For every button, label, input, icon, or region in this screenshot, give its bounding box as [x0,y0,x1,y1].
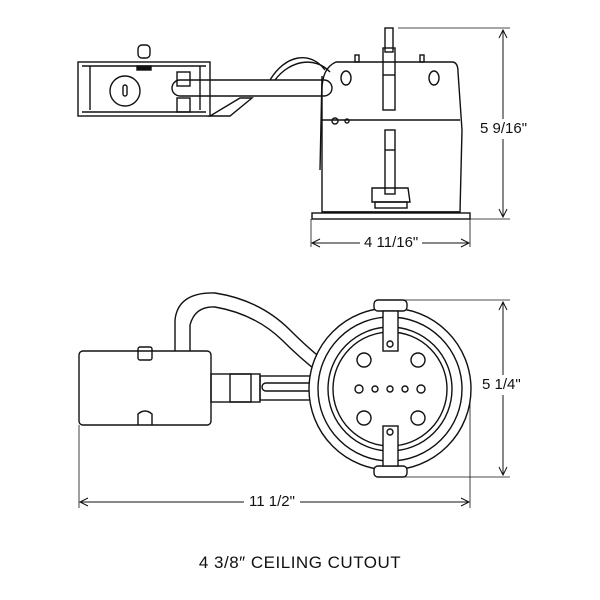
side-height-label: 5 9/16" [480,119,528,139]
knockout-icon [109,75,141,107]
side-view [77,27,510,248]
ceiling-cutout-caption: 4 3/8″ CEILING CUTOUT [198,553,402,572]
bracket [207,97,254,117]
junction-box [77,44,211,117]
flex-conduit [174,292,336,377]
top-height-label: 5 1/4" [482,375,521,395]
side-width-label: 4 11/16" [360,235,423,251]
top-width-label: 11 1/2" [244,494,300,510]
junction-box-top [78,346,261,426]
conduit-arm [171,57,333,171]
trim-ring [308,299,472,478]
top-view [78,292,510,508]
housing [311,27,471,220]
width-dimension-top [78,400,471,508]
